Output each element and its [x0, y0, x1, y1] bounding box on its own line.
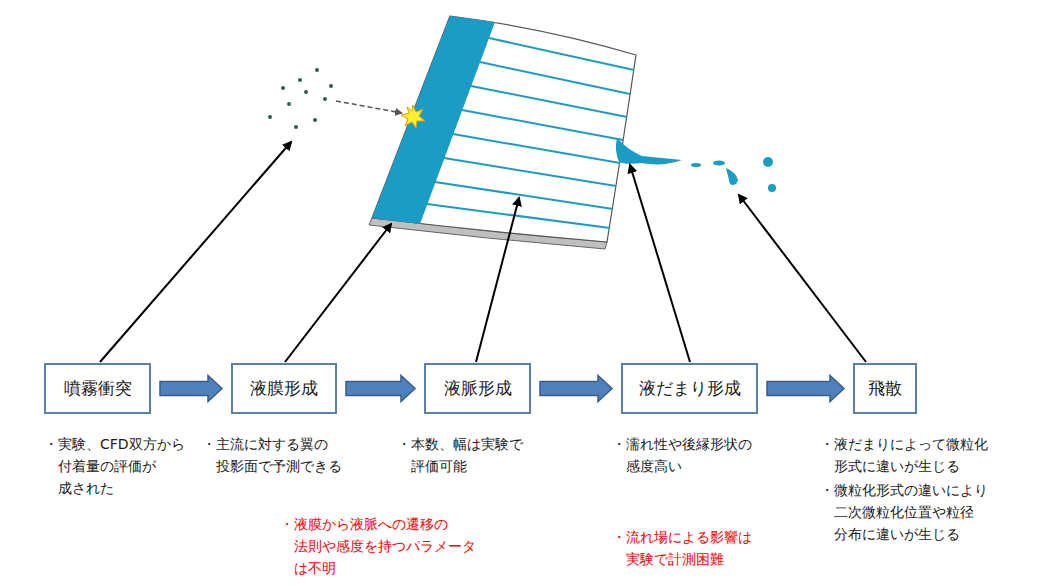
- leader-arrows: [100, 142, 866, 362]
- note-text: ・主流に対する翼の 投影面で予測できる: [202, 433, 344, 477]
- box-label: 液だまり形成: [639, 378, 741, 398]
- note-text: ・流れ場による影響は 実験で計測困難: [612, 526, 768, 570]
- impact-star: [401, 105, 425, 128]
- box-label: 液膜形成: [250, 378, 318, 398]
- note-text: ・微粒化形式の違いにより 二次微粒化位置や粒径 分布に違いが生じる: [820, 479, 1004, 545]
- box-label: 液脈形成: [444, 378, 512, 398]
- note-line: ・微粒化形式の違いにより: [820, 482, 988, 498]
- note-line: 形式に違いが生じる: [834, 458, 960, 474]
- note-text: ・液膜から液脈への遷移の 法則や感度を持つパラメータ は不明: [280, 513, 478, 579]
- spray-path: [336, 101, 402, 113]
- note-line: 感度高い: [626, 458, 682, 474]
- flow-arrow: [540, 376, 612, 402]
- droplet: [726, 168, 738, 185]
- box-label: 噴霧衝突: [64, 378, 132, 398]
- note-line: ・液膜から液脈への遷移の: [280, 516, 448, 532]
- process-box: 液脈形成: [424, 363, 531, 414]
- note-line: ・液だまりによって微粒化: [820, 436, 988, 452]
- note-text: ・本数、幅は実験で 評価可能: [397, 433, 539, 477]
- flow-arrow: [346, 376, 415, 402]
- note-line: 付着量の評価が: [58, 458, 156, 474]
- flow-arrow: [767, 376, 844, 402]
- note-line: ・実験、CFD双方から: [44, 436, 185, 452]
- note-line: ・主流に対する翼の: [202, 436, 328, 452]
- note-line: は不明: [294, 560, 336, 576]
- process-box: 飛散: [853, 363, 917, 414]
- droplet: [713, 161, 725, 166]
- note-line: 二次微粒化位置や粒径: [834, 504, 974, 520]
- spray-dots: [268, 68, 333, 129]
- note-line: 実験で計測困難: [626, 551, 724, 567]
- droplet: [691, 163, 701, 167]
- liquid-pool: [616, 138, 682, 164]
- liquid-film: [372, 16, 495, 224]
- wing-surface: [372, 16, 636, 242]
- note-text: ・液だまりによって微粒化 形式に違いが生じる: [820, 433, 1004, 477]
- note-text: ・実験、CFD双方から 付着量の評価が 成された: [44, 433, 201, 499]
- droplet: [763, 157, 773, 167]
- note-line: 成された: [58, 480, 114, 496]
- note-line: 評価可能: [411, 458, 467, 474]
- droplet: [768, 184, 776, 192]
- note-line: 分布に違いが生じる: [834, 526, 960, 542]
- note-line: 投影面で予測できる: [216, 458, 342, 474]
- rivulets: [427, 38, 634, 228]
- box-label: 飛散: [868, 378, 902, 398]
- process-box: 液膜形成: [231, 363, 337, 414]
- note-line: ・流れ場による影響は: [612, 529, 752, 545]
- note-line: ・本数、幅は実験で: [397, 436, 523, 452]
- process-box: 噴霧衝突: [44, 363, 151, 414]
- process-box: 液だまり形成: [621, 363, 758, 414]
- note-text: ・濡れ性や後縁形状の 感度高い: [612, 433, 768, 477]
- flow-arrow: [160, 376, 222, 402]
- note-line: ・濡れ性や後縁形状の: [612, 436, 752, 452]
- note-line: 法則や感度を持つパラメータ: [294, 538, 476, 554]
